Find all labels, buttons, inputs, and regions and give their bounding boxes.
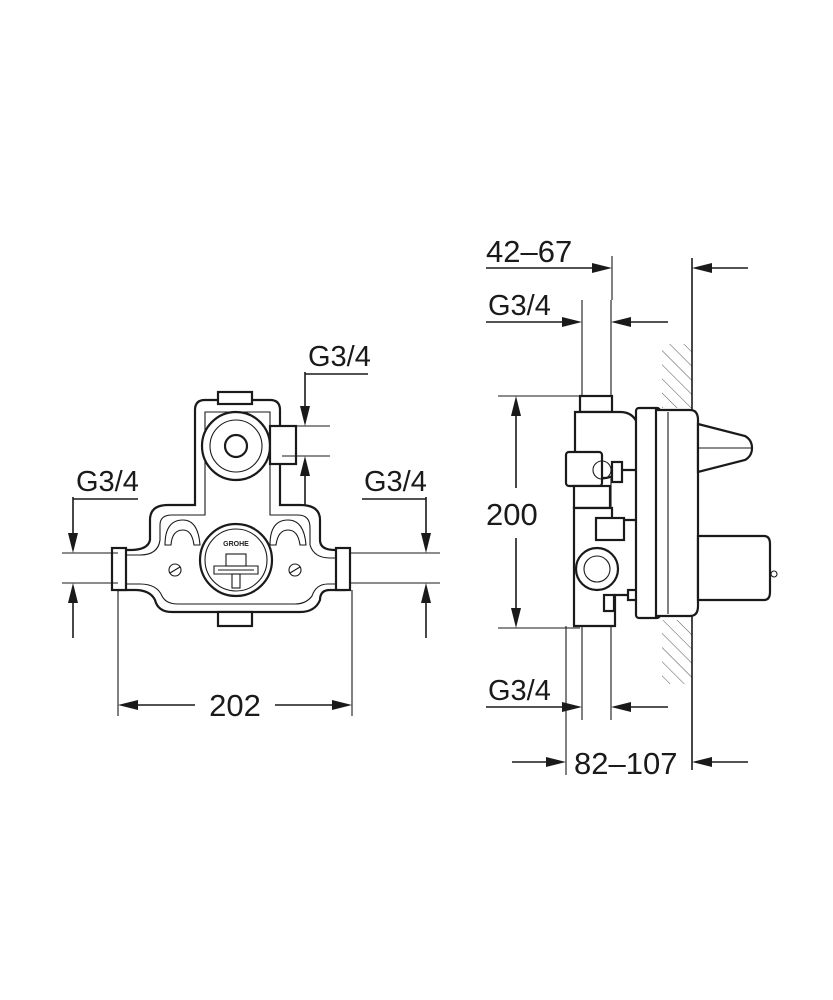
dimension-right-port: G3/4 xyxy=(350,466,440,638)
label-width: 202 xyxy=(209,688,261,723)
label-bottom-range: 82–107 xyxy=(574,746,677,781)
screw-icon-right xyxy=(288,563,302,577)
label-bottom-pipe: G3/4 xyxy=(488,675,551,707)
dimension-left-port: G3/4 xyxy=(62,466,139,638)
dimension-top-port: G3/4 xyxy=(282,341,371,505)
front-view: GROHE G3/4 G3/4 xyxy=(62,341,440,723)
valve-body-side xyxy=(564,300,778,720)
dimension-bottom-pipe: G3/4 xyxy=(486,675,668,712)
label-top-pipe: G3/4 xyxy=(488,290,551,322)
label-height: 200 xyxy=(486,497,538,532)
label-left-port: G3/4 xyxy=(76,466,139,498)
dimension-width: 202 xyxy=(117,590,353,723)
dimension-top-range: 42–67 xyxy=(486,234,748,300)
dimension-bottom-range: 82–107 xyxy=(512,626,748,781)
dimension-top-pipe: G3/4 xyxy=(486,290,668,327)
side-view: 42–67 G3/4 200 G3/4 xyxy=(486,234,778,781)
label-top-port: G3/4 xyxy=(308,341,371,373)
screw-icon-left xyxy=(168,563,182,577)
label-top-range: 42–67 xyxy=(486,234,572,269)
label-right-port: G3/4 xyxy=(364,466,427,498)
brand-logo: GROHE xyxy=(223,541,249,548)
valve-body-front: GROHE xyxy=(110,390,352,628)
dimension-height: 200 xyxy=(486,395,580,629)
